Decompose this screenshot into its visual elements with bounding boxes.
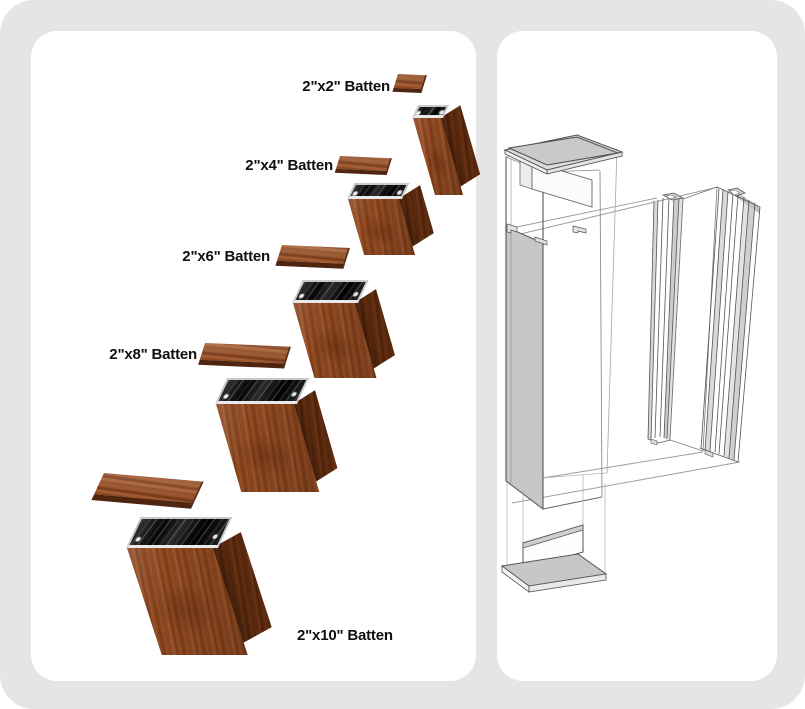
batten-size-label: 2"x6" Batten xyxy=(182,248,270,265)
batten-size-label: 2"x4" Batten xyxy=(245,157,333,174)
batten-body-3d xyxy=(215,378,338,494)
batten-cap-plank xyxy=(334,156,392,176)
batten-body-3d xyxy=(126,517,272,659)
batten-sizes-panel: 2"x2" Batten 2"x4" Batten 2"x6" Batten 2… xyxy=(31,31,481,681)
batten-body-3d xyxy=(292,280,395,378)
batten-size-label: 2"x8" Batten xyxy=(109,346,197,363)
batten-size-label: 2"x10" Batten xyxy=(297,627,393,644)
top-cap-drawing xyxy=(503,134,624,208)
clip-hook-detail xyxy=(506,223,518,234)
batten-opening-top xyxy=(412,105,450,118)
tube-projection-lines xyxy=(506,475,606,574)
batten-cap-plank xyxy=(275,245,350,269)
batten-cap-plank xyxy=(91,473,204,509)
batten-opening-top xyxy=(292,280,369,303)
batten-size-label: 2"x2" Batten xyxy=(302,78,390,95)
batten-tube-drawing xyxy=(505,147,618,511)
assembly-diagram-panel xyxy=(497,31,777,681)
batten-opening-top xyxy=(215,378,310,404)
mounting-channel-right xyxy=(699,186,761,463)
batten-cap-plank xyxy=(392,74,427,94)
batten-opening-top xyxy=(347,183,410,199)
clip-hook-detail xyxy=(572,225,587,234)
batten-body-3d xyxy=(347,183,434,258)
batten-opening-top xyxy=(126,517,233,548)
base-bracket-drawing xyxy=(500,475,608,593)
batten-cap-plank xyxy=(198,343,291,369)
assembly-diagram xyxy=(500,134,761,593)
clip-hook-detail xyxy=(534,236,548,246)
mounting-channel-left xyxy=(647,192,685,446)
